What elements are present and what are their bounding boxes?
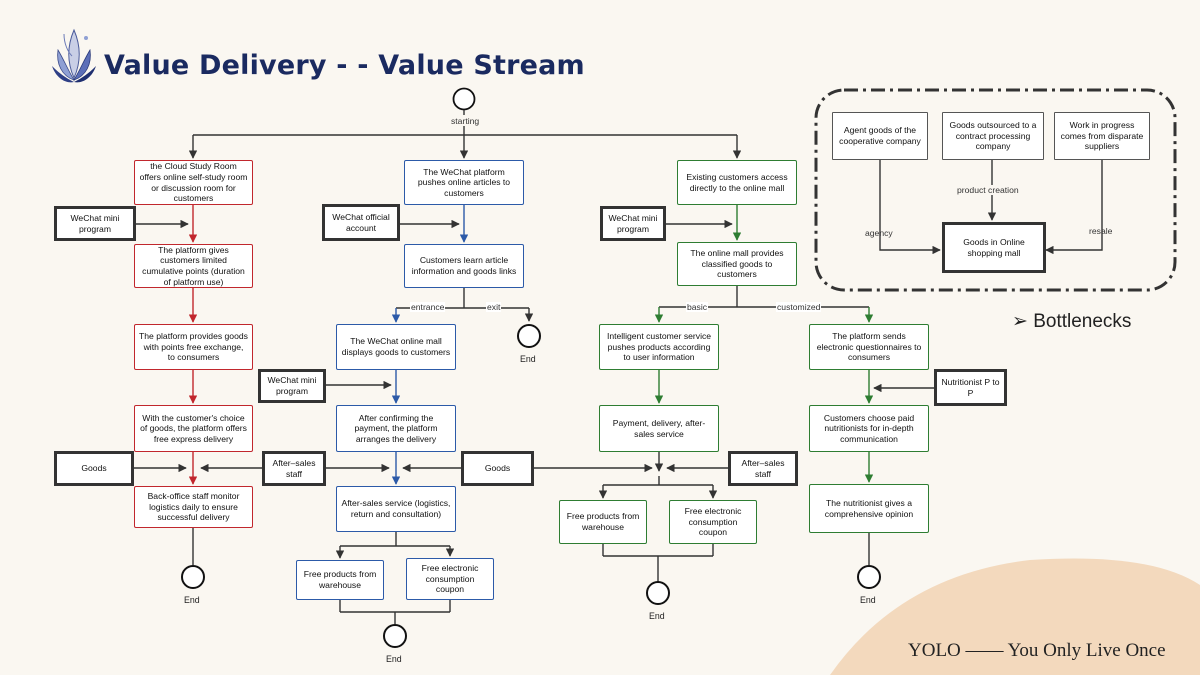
after-sales-staff-input: After–sales staff bbox=[728, 451, 798, 486]
nutritionist-input: Nutritionist P to P bbox=[934, 369, 1007, 406]
limited-points-box: The platform gives customers limited cum… bbox=[134, 244, 253, 288]
slide-title: Value Delivery - - Value Stream bbox=[104, 50, 585, 81]
free-products-green-box: Free products from warehouse bbox=[559, 500, 647, 544]
work-in-progress-box: Work in progress comes from disparate su… bbox=[1054, 112, 1150, 160]
wechat-mini-program-input: WeChat mini program bbox=[54, 206, 136, 241]
classified-goods-box: The online mall provides classified good… bbox=[677, 242, 797, 286]
goods-online-mall-box: Goods in Online shopping mall bbox=[942, 222, 1046, 273]
start-label: starting bbox=[451, 116, 480, 126]
resale-label: resale bbox=[1089, 226, 1113, 236]
end-node bbox=[383, 624, 407, 648]
bottlenecks-bullet: ➢ Bottlenecks bbox=[1012, 310, 1131, 333]
goods-input: Goods bbox=[461, 451, 534, 486]
learn-info-box: Customers learn article information and … bbox=[404, 244, 524, 288]
intelligent-service-box: Intelligent customer service pushes prod… bbox=[599, 324, 719, 370]
end-label: End bbox=[520, 354, 536, 364]
arrange-delivery-box: After confirming the payment, the platfo… bbox=[336, 405, 456, 452]
end-node bbox=[517, 324, 541, 348]
entrance-label: entrance bbox=[410, 302, 446, 312]
customized-label: customized bbox=[776, 302, 822, 312]
outsourced-goods-box: Goods outsourced to a contract processin… bbox=[942, 112, 1044, 160]
wechat-mini-program-input: WeChat mini program bbox=[600, 206, 666, 241]
exit-label: exit bbox=[486, 302, 502, 312]
wechat-online-mall-box: The WeChat online mall displays goods to… bbox=[336, 324, 456, 370]
bottlenecks-text: Bottlenecks bbox=[1033, 311, 1132, 332]
nutritionist-opinion-box: The nutritionist gives a comprehensive o… bbox=[809, 484, 929, 533]
free-products-blue-box: Free products from warehouse bbox=[296, 560, 384, 600]
product-creation-label: product creation bbox=[956, 185, 1020, 195]
coupon-blue-box: Free electronic consumption coupon bbox=[406, 558, 494, 600]
agent-goods-box: Agent goods of the cooperative company bbox=[832, 112, 928, 160]
end-label: End bbox=[860, 595, 876, 605]
after-sales-service-box: After-sales service (logistics, return a… bbox=[336, 486, 456, 532]
end-label: End bbox=[386, 654, 402, 664]
push-articles-box: The WeChat platform pushes online articl… bbox=[404, 160, 524, 205]
basic-label: basic bbox=[686, 302, 709, 312]
paid-nutritionists-box: Customers choose paid nutritionists for … bbox=[809, 405, 929, 452]
points-exchange-box: The platform provides goods with points … bbox=[134, 324, 253, 370]
questionnaires-box: The platform sends electronic questionna… bbox=[809, 324, 929, 370]
end-label: End bbox=[184, 595, 200, 605]
lotus-logo-icon bbox=[52, 28, 96, 83]
end-node bbox=[857, 565, 881, 589]
supply-frame bbox=[814, 88, 1177, 292]
payment-box: Payment, delivery, after-sales service bbox=[599, 405, 719, 452]
end-node bbox=[181, 565, 205, 589]
end-label: End bbox=[649, 611, 665, 621]
after-sales-staff-input: After–sales staff bbox=[262, 451, 326, 486]
wechat-official-account-input: WeChat official account bbox=[322, 204, 400, 241]
goods-input: Goods bbox=[54, 451, 134, 486]
arrow-bullet-icon: ➢ bbox=[1012, 311, 1028, 332]
study-room-box: the Cloud Study Room offers online self-… bbox=[134, 160, 253, 205]
end-node bbox=[646, 581, 670, 605]
access-mall-box: Existing customers access directly to th… bbox=[677, 160, 797, 205]
coupon-green-box: Free electronic consumption coupon bbox=[669, 500, 757, 544]
agency-label: agency bbox=[865, 228, 893, 238]
wechat-mini-program-input: WeChat mini program bbox=[258, 369, 326, 403]
free-delivery-box: With the customer's choice of goods, the… bbox=[134, 405, 253, 452]
start-node bbox=[452, 87, 476, 111]
monitor-logistics-box: Back-office staff monitor logistics dail… bbox=[134, 486, 253, 528]
footer-slogan: YOLO —— You Only Live Once bbox=[908, 640, 1166, 661]
